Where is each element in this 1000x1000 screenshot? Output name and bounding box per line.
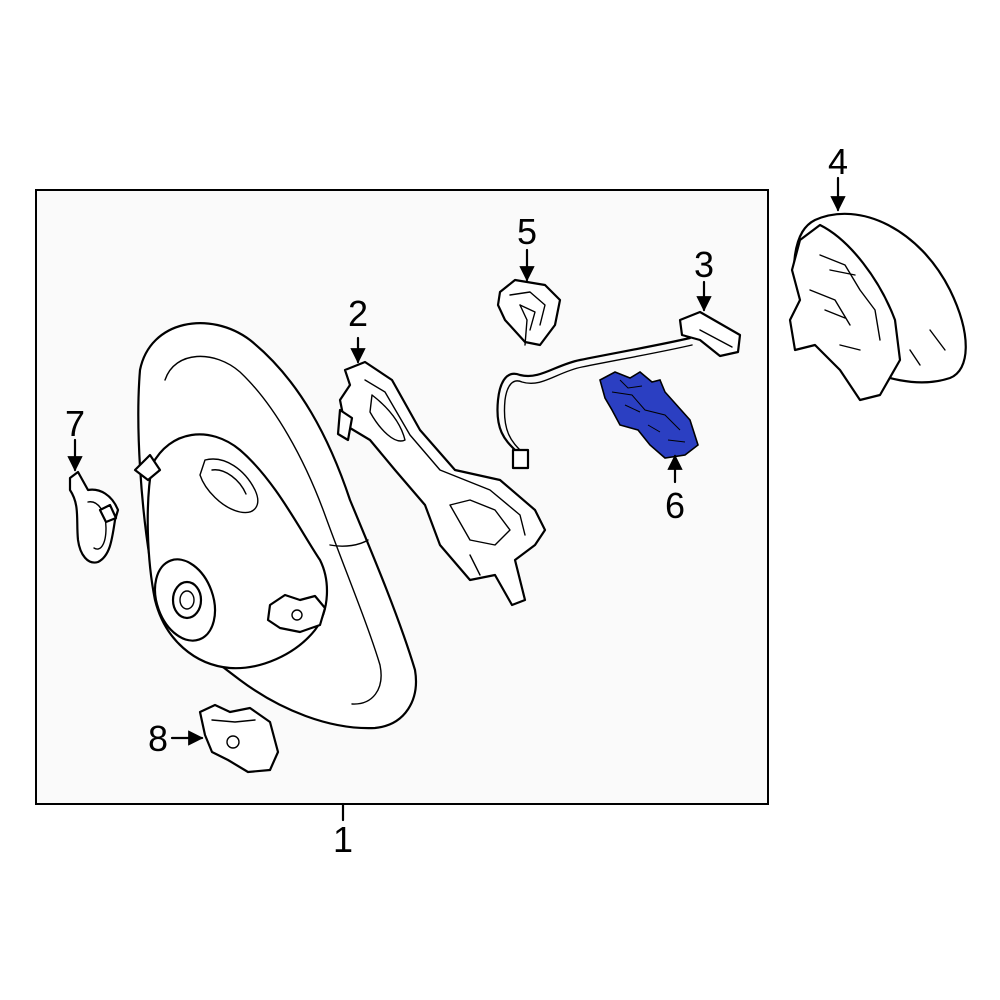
callout-2: 2 — [348, 293, 368, 334]
steering-wheel[interactable] — [133, 322, 418, 730]
contact-plate[interactable] — [496, 278, 562, 347]
callout-1: 1 — [333, 819, 353, 860]
callout-7: 7 — [65, 403, 85, 444]
callout-8: 8 — [148, 718, 168, 759]
callout-3: 3 — [694, 244, 714, 285]
callout-4: 4 — [828, 141, 848, 182]
callout-5: 5 — [517, 211, 537, 252]
clock-spring-cable[interactable] — [496, 310, 742, 470]
callout-6: 6 — [665, 485, 685, 526]
retaining-clip[interactable] — [68, 470, 120, 564]
switch-bezel[interactable] — [336, 360, 547, 607]
steering-switch-highlighted[interactable] — [599, 371, 699, 459]
switch-button-insert[interactable] — [198, 703, 280, 774]
airbag-module[interactable] — [788, 212, 967, 402]
